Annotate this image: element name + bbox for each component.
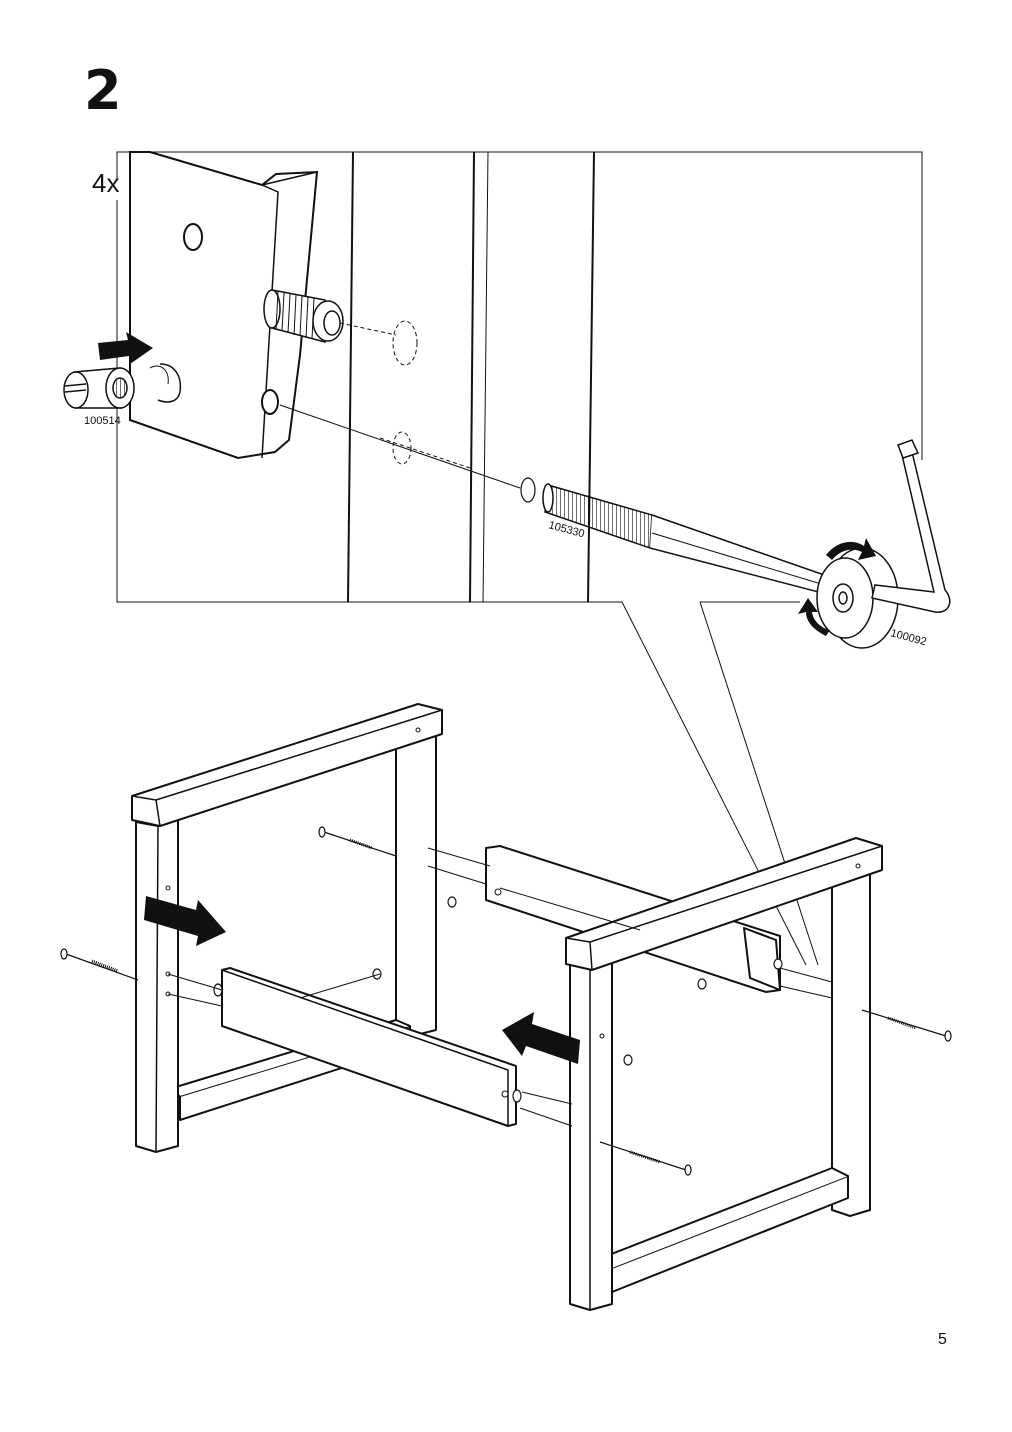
panel-line (469, 151, 475, 603)
rotate-arrow-icon (798, 598, 830, 636)
rotate-arrow-icon (826, 538, 876, 560)
page-number: 5 (938, 1331, 947, 1348)
assembly-dowels (213, 896, 783, 1103)
right-frame (565, 837, 883, 1311)
target-hole (392, 431, 412, 465)
insert-arrow-icon (98, 332, 153, 364)
detail-frame-left (116, 200, 622, 603)
dowel (263, 289, 344, 343)
guide-line (379, 437, 471, 469)
assembly-bolts (60, 826, 952, 1176)
bolt-left (60, 948, 139, 981)
hole (261, 389, 279, 415)
guide-lines (167, 847, 833, 1127)
corner-block (743, 927, 781, 991)
guide-line (339, 322, 397, 336)
guide-line (279, 404, 521, 489)
bolt-back-left (318, 826, 397, 857)
wall-hole (520, 477, 536, 503)
step-number: 2 (84, 59, 122, 122)
main-assembly (131, 703, 883, 1311)
nut-hole (157, 363, 182, 403)
push-arrow-icon (144, 896, 226, 946)
barrel-nut (63, 367, 135, 409)
bolt-front-right (599, 1141, 692, 1176)
detail-callout: 4x 100514 105330 100092 (63, 151, 951, 966)
target-hole (392, 320, 418, 366)
hole (183, 223, 203, 251)
quantity-label: 4x (92, 168, 119, 198)
bolt (542, 483, 831, 595)
panel-line (482, 151, 489, 603)
allen-key-part-number: 100092 (889, 627, 928, 648)
front-apron (221, 967, 517, 1127)
bolt-right (861, 1009, 952, 1042)
detail-frame (116, 151, 923, 460)
barrel-nut-part-number: 100514 (84, 415, 121, 427)
callout-pointer (699, 601, 819, 966)
nut-hole (149, 365, 169, 385)
allen-key (816, 439, 951, 649)
panel-line (587, 151, 595, 603)
panel-line (347, 151, 354, 603)
push-arrow-icon (502, 1012, 580, 1064)
rail-block-detail (129, 151, 319, 460)
